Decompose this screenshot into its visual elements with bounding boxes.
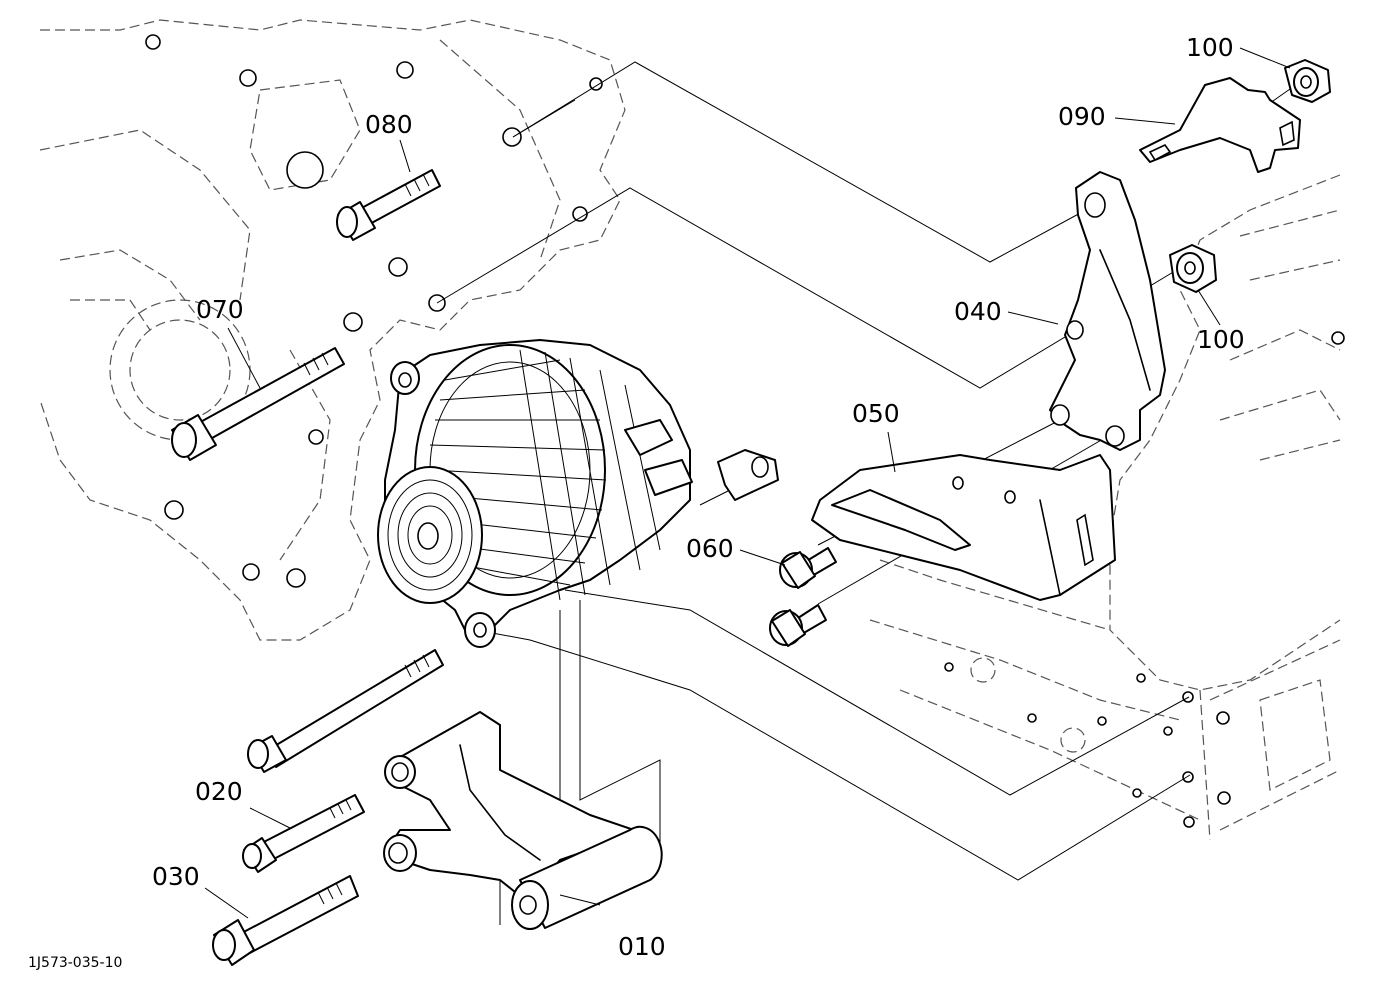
part-010-lower-bracket [383, 600, 663, 930]
part-100-nut-right [1169, 244, 1217, 293]
callout-100-right: 100 [1197, 325, 1245, 354]
callout-labels: 010 020 030 040 050 060 070 080 090 100 … [28, 33, 1245, 971]
callout-010: 010 [618, 932, 666, 961]
alternator [377, 339, 693, 648]
part-050-adjust-plate [811, 454, 1116, 601]
part-060-bolt-lower [769, 604, 827, 647]
part-070-bolt [171, 347, 345, 461]
callout-030: 030 [152, 862, 200, 891]
figure-id: 1J573-035-10 [28, 955, 122, 971]
part-060-bolt-upper [779, 547, 837, 589]
callout-040: 040 [954, 297, 1002, 326]
engine-block-left [39, 19, 626, 641]
long-lower-bolt [247, 649, 444, 773]
callout-050: 050 [852, 399, 900, 428]
part-060-clip [717, 449, 779, 501]
part-090-plate [1139, 77, 1301, 173]
callout-020: 020 [195, 777, 243, 806]
callout-090: 090 [1058, 102, 1106, 131]
part-030-bolt [212, 875, 359, 966]
callout-100-upper: 100 [1186, 33, 1234, 62]
callout-leaders [204, 47, 1291, 919]
part-100-nut-upper [1284, 59, 1331, 103]
part-040-upper-bracket [1049, 171, 1166, 451]
part-080-bolt [336, 169, 441, 241]
callout-060: 060 [686, 534, 734, 563]
callout-070: 070 [196, 295, 244, 324]
part-020-bolt [242, 794, 365, 873]
callout-080: 080 [365, 110, 413, 139]
